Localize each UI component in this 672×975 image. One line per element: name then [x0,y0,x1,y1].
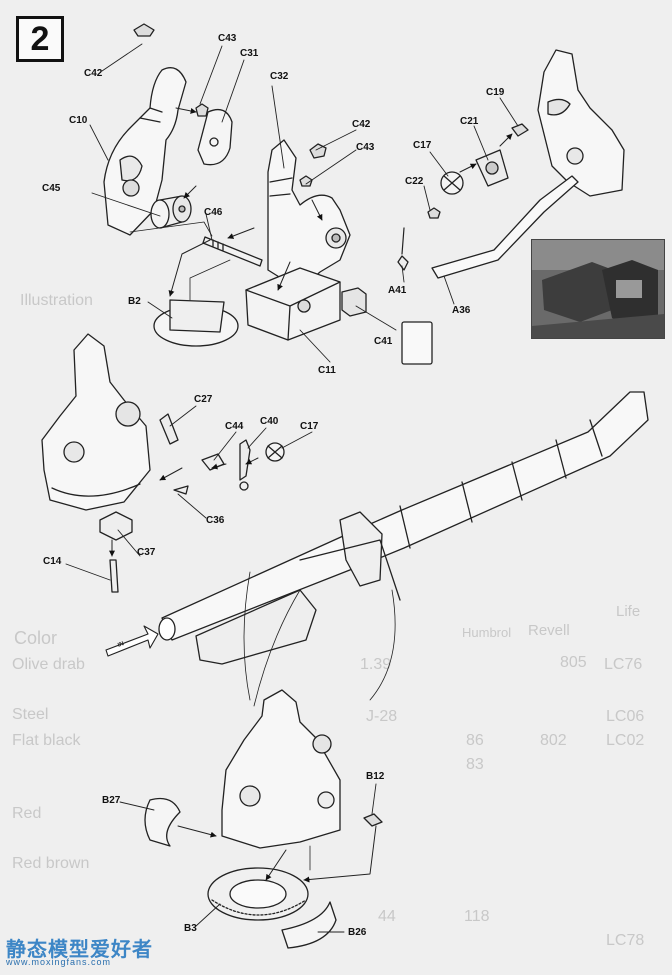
knob-c19 [511,123,529,137]
label-c41: C41 [374,336,393,347]
ghost-flat-black: Flat black [12,732,81,749]
label-c45: C45 [42,183,61,194]
label-c11: C11 [318,365,336,376]
ghost-humbrol: Humbrol [462,625,512,640]
label-c43: C43 [218,33,237,44]
ghost-brown: Red brown [12,855,90,872]
bolt-c43 [195,103,209,117]
label-c22: C22 [405,176,424,187]
label-c31: C31 [240,48,259,59]
step-number: 2 [16,16,64,62]
reference-photo [531,239,665,339]
lower-mount [221,689,341,849]
label-c17-b: C17 [300,421,319,432]
ghost-code: 802 [540,732,567,749]
shaft-c46 [202,236,263,267]
label-a36: A36 [452,305,471,316]
ghost-life: Life [616,603,641,620]
ghost-code: 805 [560,654,587,671]
ghost-code: 86 [466,732,484,749]
shield-b27 [144,797,181,847]
label-b3: B3 [184,923,197,934]
label-c32: C32 [270,71,289,82]
bolt-c22 [427,207,441,219]
base-ring-b3 [207,867,309,921]
label-c42-b: C42 [352,119,371,130]
label-c14: C14 [43,556,62,567]
bolt-c14 [109,559,119,593]
direction-arrow [105,625,159,657]
decal-c41 [401,321,433,365]
part-b12 [363,813,383,827]
label-c42: C42 [84,68,103,79]
cradle-left-half [103,67,187,236]
bracket-c27 [159,413,179,445]
ghost-illustration: Illustration [20,292,93,309]
label-c43-b: C43 [356,142,375,153]
block-c37 [99,511,133,541]
footer-site: www.moxingfans.com [6,957,112,967]
cradle-right-half [267,139,351,291]
label-c10: C10 [69,115,88,126]
ghost-revell: Revell [528,622,570,639]
label-a41: A41 [388,285,407,296]
rod-a36 [431,175,579,279]
base-plate-b2 [153,299,239,347]
cradle-plate-c31 [197,108,233,166]
label-c37: C37 [137,547,156,558]
lever-a41 [397,255,409,271]
ghost-color: Color [14,628,58,648]
ghost-red: Red [12,805,42,822]
ghost-steel: Steel [12,706,49,723]
footer-watermark: 静态模型爱好者 [6,939,153,961]
gearbox-c21 [475,149,509,187]
label-c19: C19 [486,87,505,98]
ghost-code: J-28 [366,708,398,725]
ghost-code: LC78 [606,932,645,949]
mount-cradle-mid [41,333,151,511]
bolt-c43-b [299,175,313,187]
cradle-right-top [537,49,625,197]
label-c46: C46 [204,207,223,218]
ghost-code: LC06 [606,708,645,725]
label-b12: B12 [366,771,385,782]
label-b2: B2 [128,296,141,307]
ghost-code: 1.39 [360,656,392,673]
skirt-b26 [281,901,337,949]
ghost-code: 83 [466,756,484,773]
label-b27: B27 [102,795,121,806]
handwheel-spokes [443,175,461,191]
ghost-code: 44 [378,908,396,925]
label-c44: C44 [225,421,244,432]
label-c36: C36 [206,515,225,526]
label-c17: C17 [413,140,432,151]
cradle-base-c11 [245,267,341,341]
label-c27: C27 [194,394,213,405]
ghost-code: LC02 [606,732,645,749]
cylinder-c45 [150,195,192,229]
clip-c42 [133,23,155,37]
label-c40: C40 [260,416,279,427]
ghost-code: LC76 [604,656,643,673]
part-c41 [341,287,367,317]
reference-photo-image [532,240,664,338]
label-c21: C21 [460,116,479,127]
ghost-code: 118 [464,908,490,925]
barrel [158,391,649,665]
part-c36 [173,485,189,495]
label-b26: B26 [348,927,367,938]
ghost-olive: Olive drab [12,656,85,673]
